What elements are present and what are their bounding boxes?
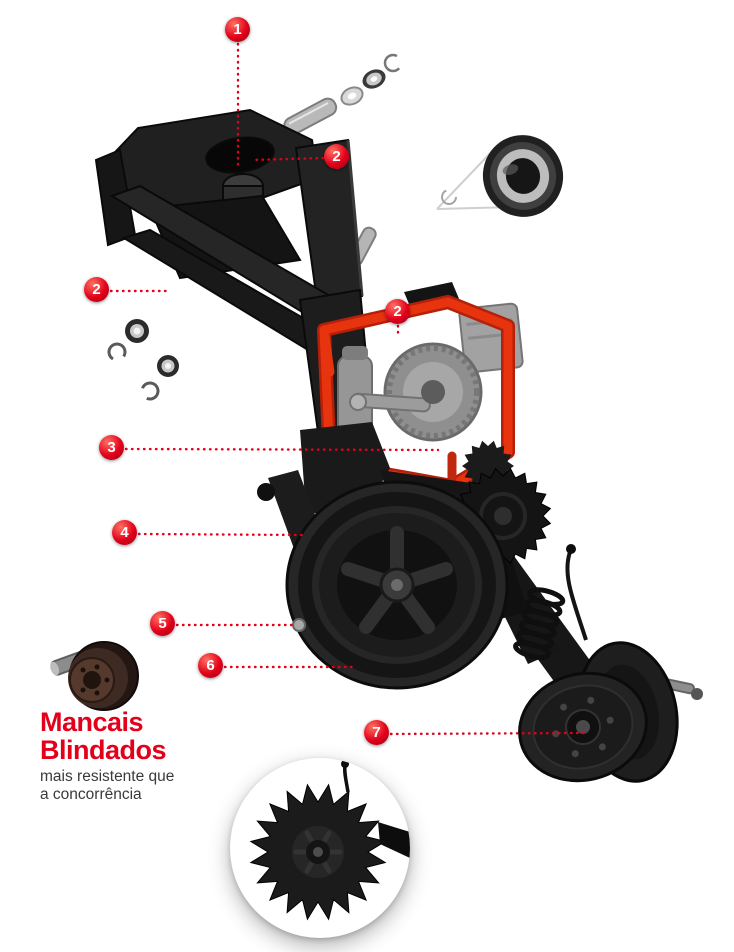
callout-2b-label: 2: [92, 281, 101, 298]
feature-title: Mancais Blindados: [40, 708, 240, 764]
callout-2b: 2: [84, 277, 109, 302]
callout-3: 3: [99, 435, 124, 460]
feature-block: Mancais Blindados mais resistente que a …: [40, 708, 240, 804]
callout-1-label: 1: [233, 21, 242, 38]
callout-7: 7: [364, 720, 389, 745]
detail-inset: [230, 758, 410, 938]
callout-5-label: 5: [158, 615, 167, 632]
callout-5: 5: [150, 611, 175, 636]
top-washers: [340, 53, 403, 106]
callout-2a: 2: [324, 144, 349, 169]
callout-2c: 2: [385, 299, 410, 324]
spiked-wheel-closeup: [249, 760, 410, 921]
bearing-hub: [50, 641, 139, 711]
gearbox: [337, 282, 524, 442]
feature-title-line1: Mancais: [40, 707, 144, 737]
leader-lines: [109, 42, 587, 736]
spring: [513, 587, 566, 660]
callout-3-label: 3: [107, 439, 116, 456]
callout-4-label: 4: [120, 524, 129, 541]
feature-subtitle-line2: a concorrência: [40, 785, 142, 803]
callout-6-label: 6: [206, 657, 215, 674]
drive-wheel: [285, 480, 509, 690]
callout-2c-label: 2: [393, 303, 402, 320]
feature-title-line2: Blindados: [40, 735, 167, 766]
callout-4: 4: [112, 520, 137, 545]
left-snap-rings: [107, 319, 179, 401]
main-bearing: [482, 135, 564, 217]
callout-2a-label: 2: [332, 148, 341, 165]
feature-subtitle: mais resistente que a concorrência: [40, 768, 240, 804]
callout-1: 1: [225, 17, 250, 42]
feature-subtitle-line1: mais resistente que: [40, 768, 175, 786]
frame-assembly: [94, 108, 374, 434]
callout-7-label: 7: [372, 724, 381, 741]
callout-6: 6: [198, 653, 223, 678]
closing-disc: [518, 671, 648, 783]
